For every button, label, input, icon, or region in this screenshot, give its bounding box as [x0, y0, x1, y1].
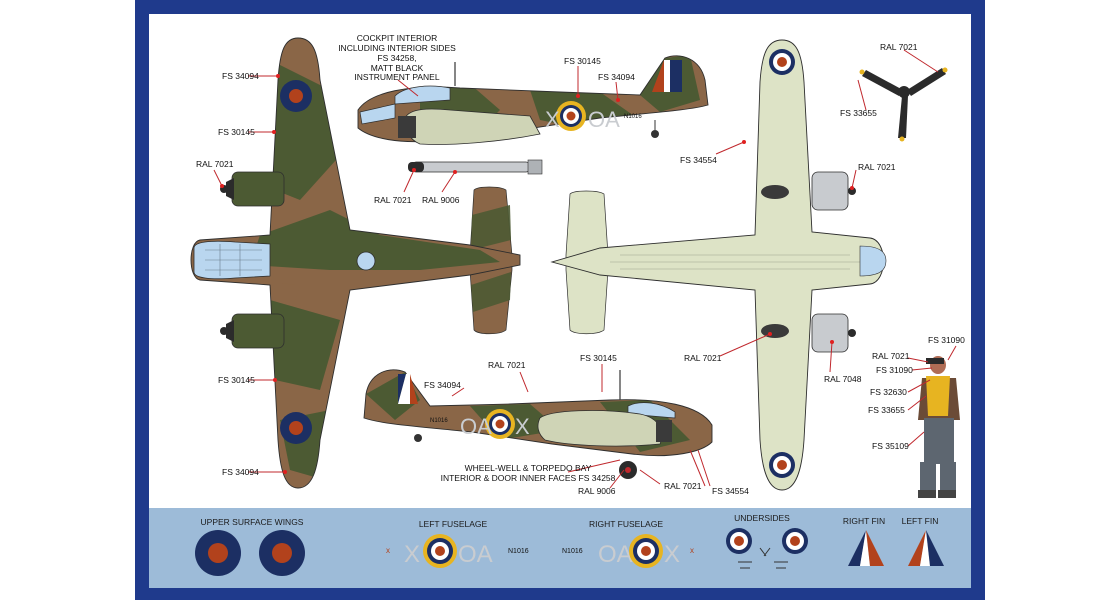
callout-prop-fs33655: FS 33655: [840, 108, 877, 118]
callout-side-fs34094: FS 34094: [598, 72, 635, 82]
torpedo: [408, 159, 543, 175]
port-code-oa: OA: [460, 414, 492, 439]
callout-top-fs30145-a: FS 30145: [218, 127, 255, 137]
callout-under-ral7021: RAL 7021: [858, 162, 896, 172]
top-roundel-lower: [280, 412, 312, 444]
decal-left-code-oa: OA: [458, 541, 493, 568]
callout-cockpit-1: COCKPIT INTERIOR: [357, 33, 438, 43]
callout-pilot-6: FS 35109: [872, 441, 909, 451]
callout-labels: COCKPIT INTERIOR INCLUDING INTERIOR SIDE…: [196, 33, 965, 496]
callout-cockpit-2: INCLUDING INTERIOR SIDES: [338, 43, 456, 53]
callout-top-fs30145-b: FS 30145: [218, 375, 255, 385]
underside-airframe: [550, 39, 884, 491]
callout-cockpit-5: INSTRUMENT PANEL: [354, 72, 439, 82]
callout-pilot-2: RAL 7021: [872, 351, 910, 361]
callout-port-ral7021-b: RAL 7021: [664, 481, 702, 491]
callout-port-fs34094: FS 34094: [424, 380, 461, 390]
underside-roundel-upper: [769, 49, 795, 75]
callout-under-ral7021-b: RAL 7021: [684, 353, 722, 363]
decal-underside-roundel-1: [726, 528, 752, 554]
callout-cockpit-4: MATT BLACK: [371, 63, 424, 73]
decal-small-x-left: x: [386, 546, 390, 555]
decal-right-code-oa: OA: [598, 541, 633, 568]
decal-serial-left: N1016: [508, 548, 529, 555]
callout-pilot-5: FS 33655: [868, 405, 905, 415]
starboard-canopy: [394, 85, 451, 105]
decal-small-x-right: x: [690, 546, 694, 555]
decal-upper-roundel-1: [195, 530, 241, 576]
decal-title-upper-wings: UPPER SURFACE WINGS: [201, 517, 304, 527]
leader-lines: [213, 49, 957, 489]
decal-title-undersides: UNDERSIDES: [734, 513, 790, 523]
starboard-serial: N1016: [624, 114, 642, 120]
decal-right-fin-flash: [848, 530, 884, 566]
callout-cockpit-3: FS 34258,: [377, 53, 416, 63]
port-serial: N1016: [430, 418, 448, 424]
port-code-x: X: [515, 414, 530, 439]
top-dorsal-turret: [356, 251, 376, 271]
underside-view: [550, 39, 887, 491]
callout-under-fs34554: FS 34554: [680, 155, 717, 165]
callout-pilot-1: FS 31090: [928, 335, 965, 345]
callout-port-ral7021: RAL 7021: [488, 360, 526, 370]
callout-port-ral9006: RAL 9006: [578, 486, 616, 496]
callout-prop-ral7021: RAL 7021: [880, 42, 918, 52]
callout-port-fs34554: FS 34554: [712, 486, 749, 496]
top-roundel-upper: [280, 80, 312, 112]
starboard-roundel: [556, 101, 586, 131]
top-engine-upper: [220, 171, 285, 207]
callout-wheelwell-2: INTERIOR & DOOR INNER FACES FS 34258: [441, 473, 616, 483]
decal-left-fin-flash: [908, 530, 944, 566]
top-engine-lower: [220, 313, 285, 349]
propeller: [859, 67, 948, 142]
decal-title-left-fin: LEFT FIN: [902, 516, 939, 526]
callout-under-ral7048: RAL 7048: [824, 374, 862, 384]
decal-underside-roundel-2: [782, 528, 808, 554]
decal-right-code-x: X: [664, 541, 680, 568]
pilot-figure: [918, 356, 960, 498]
decal-left-code-x: X: [404, 541, 420, 568]
decal-title-right-fuselage: RIGHT FUSELAGE: [589, 519, 663, 529]
callout-top-fs34094-a: FS 34094: [222, 71, 259, 81]
starboard-code-oa: OA: [588, 107, 620, 132]
starboard-fin-flash: [652, 60, 682, 92]
callout-wheelwell-1: WHEEL-WELL & TORPEDO BAY: [465, 463, 592, 473]
decal-stencils: [738, 547, 788, 569]
port-side-view: OA X N1016: [363, 369, 713, 479]
decal-title-left-fuselage: LEFT FUSELAGE: [419, 519, 488, 529]
callout-port-fs30145: FS 30145: [580, 353, 617, 363]
callout-torpedo-ral9006: RAL 9006: [422, 195, 460, 205]
callout-top-ral7021: RAL 7021: [196, 159, 234, 169]
callout-side-fs30145: FS 30145: [564, 56, 601, 66]
decal-left-fuselage-roundel: [423, 534, 457, 568]
decal-sheet: UPPER SURFACE WINGS LEFT FUSELAGE x X OA…: [195, 513, 944, 576]
port-roundel: [485, 409, 515, 439]
callout-torpedo-ral7021: RAL 7021: [374, 195, 412, 205]
port-engine-nacelle: [537, 410, 663, 447]
decal-upper-roundel-2: [259, 530, 305, 576]
callout-top-fs34094-b: FS 34094: [222, 467, 259, 477]
underside-roundel-lower: [769, 452, 795, 478]
decal-serial-right: N1016: [562, 548, 583, 555]
port-fin-flash: [398, 374, 418, 404]
decal-right-fuselage-roundel: [629, 534, 663, 568]
starboard-code-x: X: [545, 107, 560, 132]
callout-pilot-3: FS 31090: [876, 365, 913, 375]
callout-pilot-4: FS 32630: [870, 387, 907, 397]
decal-title-right-fin: RIGHT FIN: [843, 516, 885, 526]
underside-engine-upper: [761, 171, 856, 211]
